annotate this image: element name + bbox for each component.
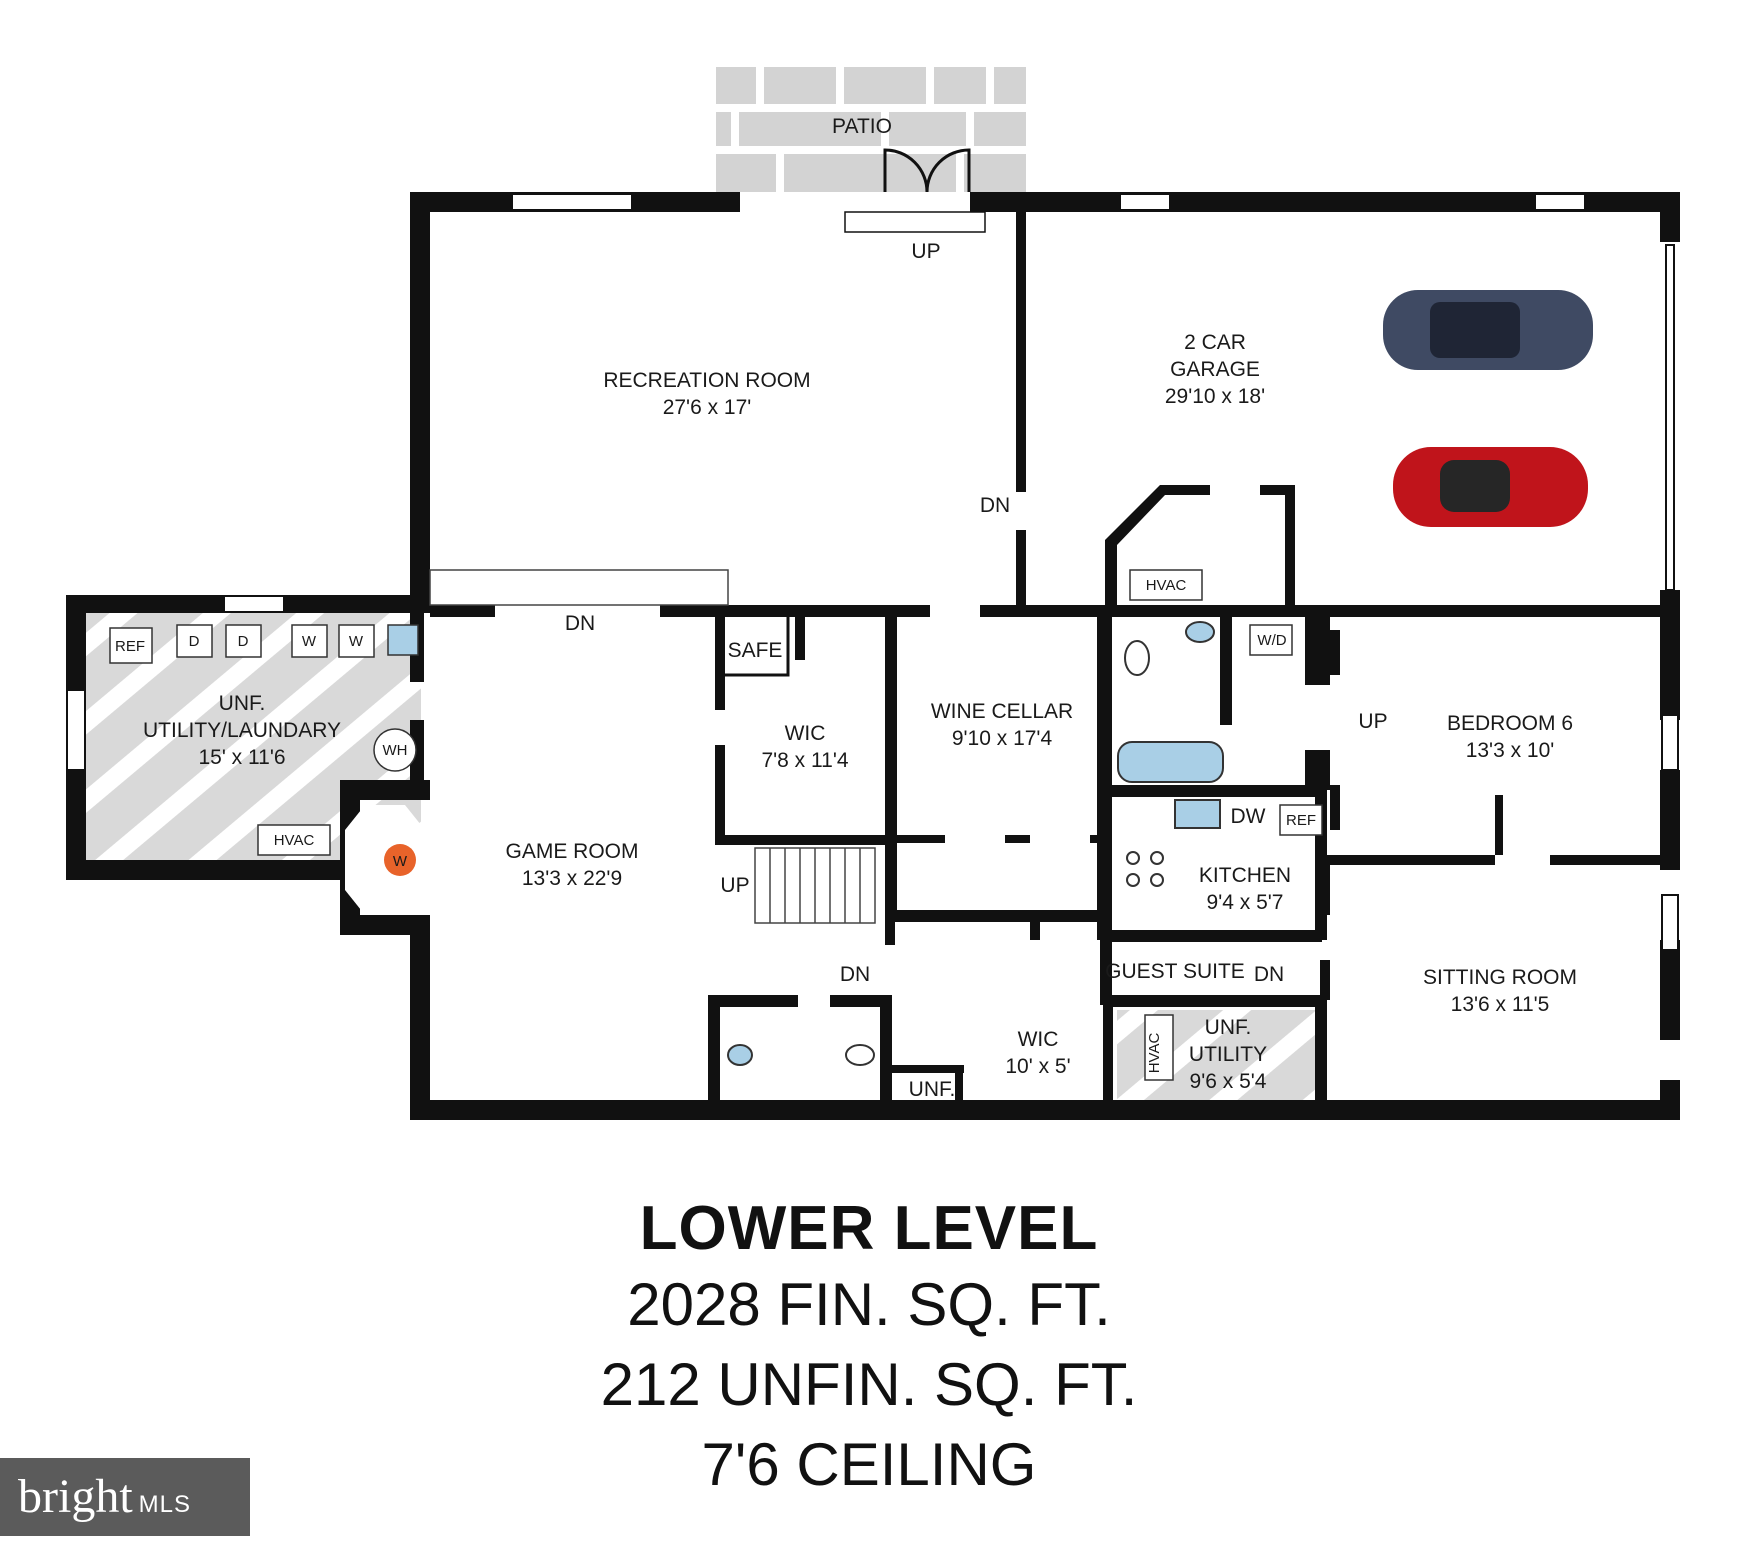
sitting-room-name: SITTING ROOM: [1423, 966, 1577, 989]
utility-hvac-label: HVAC: [1146, 1033, 1163, 1074]
stair-labels: UP DN DN UP DN DN UP: [565, 240, 1388, 986]
patio-stairs-up: UP: [911, 240, 940, 263]
dw-label: DW: [1231, 805, 1266, 828]
unf-closet-label: UNF.: [909, 1078, 956, 1101]
patio: PATIO: [716, 67, 1026, 192]
laundry-size: 15' x 11'6: [198, 746, 285, 769]
wine-cellar-name: WINE CELLAR: [931, 700, 1073, 723]
safe-label: SAFE: [728, 639, 783, 662]
game-room-size: 13'3 x 22'9: [522, 867, 622, 890]
fireplace-icon: W: [393, 853, 408, 870]
floor-plan: PATIO: [66, 67, 1680, 1120]
laundry-name-2: UTILITY/LAUNDARY: [143, 719, 341, 742]
hall-stairs-down: DN: [840, 963, 870, 986]
logo-suffix: MLS: [138, 1491, 192, 1518]
bedroom-size: 13'3 x 10': [1466, 739, 1555, 762]
sitting-room-size: 13'6 x 11'5: [1451, 993, 1550, 1016]
fixture-labels: REF D D W W WH HVAC HVAC W/D DW REF HVAC: [115, 577, 1316, 1073]
washer-icon: [291, 624, 328, 658]
utility-size: 9'6 x 5'4: [1190, 1070, 1267, 1093]
bedroom-stairs-up: UP: [1358, 710, 1387, 733]
laundry-name-1: UNF.: [219, 692, 266, 715]
wd-label: W/D: [1257, 632, 1286, 649]
dryer-label: D: [189, 633, 200, 650]
logo-brand: bright: [18, 1470, 133, 1523]
garage-name-2: GARAGE: [1170, 358, 1260, 381]
kitchen-size: 9'4 x 5'7: [1207, 891, 1284, 914]
guest-suite-label: GUEST SUITE: [1105, 960, 1245, 983]
ref-label: REF: [115, 638, 145, 655]
kitchen-name: KITCHEN: [1199, 864, 1291, 887]
kitchen-ref-label: REF: [1286, 812, 1316, 829]
patio-doors: [844, 148, 986, 233]
room-labels: RECREATION ROOM 27'6 x 17' 2 CAR GARAGE …: [143, 331, 1577, 1101]
wine-cellar-size: 9'10 x 17'4: [952, 727, 1053, 750]
washer-icon: [338, 624, 375, 658]
recreation-room-name: RECREATION ROOM: [603, 369, 810, 392]
wic2-name: WIC: [1018, 1028, 1059, 1051]
dryer-label: D: [238, 633, 249, 650]
windows: [66, 193, 1679, 951]
hvac-label: HVAC: [274, 832, 315, 849]
stairs: [429, 569, 876, 924]
fireplace: W: [345, 805, 425, 915]
garage-stairs-down: DN: [980, 494, 1010, 517]
fridge-icon: [109, 627, 153, 664]
dryer-icon: [176, 624, 213, 658]
plan-title: LOWER LEVEL: [639, 1194, 1099, 1263]
wic-name: WIC: [785, 722, 826, 745]
game-stairs-down: DN: [565, 612, 595, 635]
finished-area: 2028 FIN. SQ. FT.: [627, 1271, 1111, 1338]
laundry-appliances: [109, 569, 1323, 1081]
car-blue-icon: [1383, 290, 1593, 370]
utility-name-2: UTILITY: [1189, 1043, 1267, 1066]
bedroom-name: BEDROOM 6: [1447, 712, 1573, 735]
unfinished-area: 212 UNFIN. SQ. FT.: [600, 1351, 1138, 1418]
ceiling-height: 7'6 CEILING: [701, 1431, 1037, 1498]
recreation-room-size: 27'6 x 17': [663, 396, 752, 419]
patio-label: PATIO: [832, 115, 892, 138]
wic-size: 7'8 x 11'4: [761, 749, 848, 772]
wic2-size: 10' x 5': [1005, 1055, 1070, 1078]
utility-name-1: UNF.: [1205, 1016, 1252, 1039]
washer-label: W: [349, 633, 364, 650]
game-room-name: GAME ROOM: [505, 840, 638, 863]
garage-size: 29'10 x 18': [1165, 385, 1265, 408]
suite-stairs-down: DN: [1254, 963, 1284, 986]
hvac-label: HVAC: [1146, 577, 1187, 594]
car-red-icon: [1393, 447, 1588, 527]
game-stairs-up: UP: [720, 874, 749, 897]
washer-label: W: [302, 633, 317, 650]
garage-name-1: 2 CAR: [1184, 331, 1246, 354]
dryer-icon: [225, 624, 262, 658]
bathroom-fixtures: [727, 621, 1224, 1066]
water-heater-label: WH: [383, 742, 408, 759]
